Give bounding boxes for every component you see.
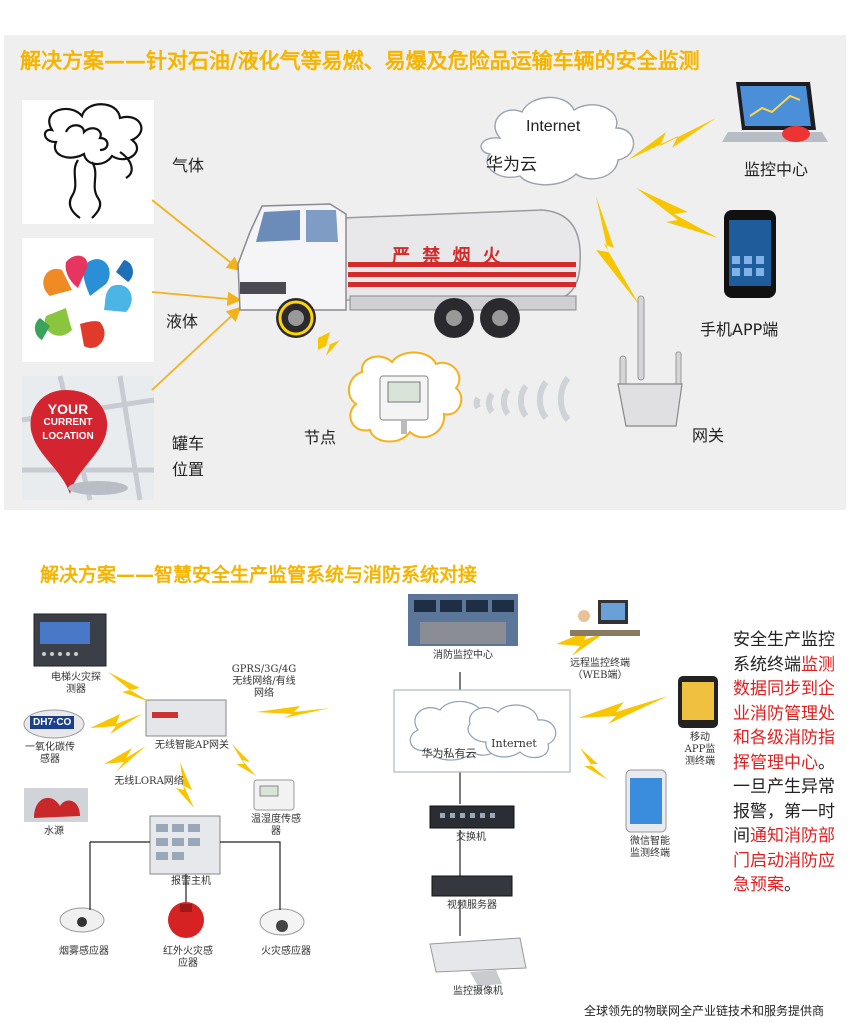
gateway-label: 网关 — [692, 426, 725, 445]
mobile-app-label: 手机APP端 — [700, 320, 779, 339]
mobile-terminal-image — [678, 676, 718, 728]
location-badge-line-2: CURRENT — [43, 417, 93, 428]
droplets-logo-icon — [34, 255, 133, 348]
smoke-icon — [43, 103, 143, 219]
wechat-terminal-label: 微信智能监测终端 — [630, 836, 670, 859]
footer-text: 全球领先的物联网全产业链技术和服务提供商 — [583, 1004, 824, 1018]
co-brand-badge: DH7·CO — [30, 716, 75, 729]
description-paragraph: 安全生产监控系统终端监测数据同步到企业消防管理处和各级消防指挥管理中心。一旦产生… — [733, 628, 841, 898]
lora-label: 无线LORA网络 — [114, 776, 184, 787]
location-label-2: 位置 — [172, 460, 205, 479]
co-sensor-label: 一氧化碳传感器 — [25, 742, 75, 765]
cloud-icon-2 — [409, 700, 557, 761]
laptop-icon — [722, 82, 828, 142]
network-label: GPRS/3G/4G 无线网络/有线网络 — [231, 664, 297, 699]
alarm-host-device — [149, 815, 221, 875]
gateway-router-icon — [617, 295, 683, 427]
video-server-device — [431, 875, 513, 897]
alarm-host-label: 报警主机 — [171, 876, 211, 887]
elevator-detector-device — [33, 613, 107, 667]
switch-label: 交换机 — [456, 832, 486, 843]
video-server-label: 视频服务器 — [447, 900, 497, 911]
fire-monitor-center-image — [408, 594, 518, 646]
liquid-label: 液体 — [166, 312, 199, 331]
infrared-fire-device — [168, 902, 204, 938]
location-badge-line-1: YOUR — [47, 401, 89, 417]
private-cloud-label: 华为私有云 — [421, 747, 477, 760]
location-label-1: 罐车 — [172, 434, 205, 453]
lightning-small-icon — [90, 630, 668, 808]
section1-title: 解决方案——针对石油/液化气等易燃、易爆及危险品运输车辆的安全监测 — [20, 49, 700, 73]
remote-terminal-image — [570, 600, 640, 636]
fire-sensor-label: 火灾感应器 — [261, 946, 311, 957]
water-source-device — [24, 788, 88, 822]
mobile-terminal-label: 移动APP监测终端 — [684, 732, 716, 767]
cloud-icon — [480, 96, 635, 186]
camera-label: 监控摄像机 — [453, 986, 503, 997]
temp-humidity-device — [253, 779, 295, 811]
para-part-4: 通知消防部门启动消防应急预案 — [733, 826, 835, 895]
monitor-center-label: 监控中心 — [744, 160, 809, 179]
para-part-5: 。 — [784, 875, 801, 895]
para-part-3: 。一旦产生异常报警，第一时间 — [733, 752, 835, 847]
camera-device — [429, 937, 527, 986]
lightning-icon — [318, 118, 718, 356]
wiring-lines — [89, 672, 461, 936]
gas-label: 气体 — [172, 156, 205, 175]
fire-sensor-device — [259, 908, 305, 936]
smartphone-icon — [724, 210, 776, 298]
input-arrows — [151, 199, 242, 391]
truck-warning-text: 严 禁 烟 火 — [392, 246, 504, 267]
cloud2-internet-label: Internet — [491, 737, 537, 750]
water-source-label: 水源 — [44, 826, 64, 837]
switch-ports — [440, 813, 495, 818]
fire-monitor-center-label: 消防监控中心 — [433, 650, 493, 661]
sensor-node-icon — [379, 375, 429, 434]
node-label: 节点 — [304, 428, 337, 447]
ap-gateway-device — [145, 699, 227, 737]
para-part-2: 监测数据同步到企业消防管理处和各级消防指挥管理中心 — [733, 654, 835, 773]
temp-humidity-label: 温湿度传感器 — [251, 814, 301, 837]
section2-title: 解决方案——智慧安全生产监管系统与消防系统对接 — [40, 564, 478, 586]
infrared-fire-label: 红外火灾感应器 — [163, 946, 213, 969]
tank-truck-icon — [237, 203, 581, 338]
location-badge-text: YOUR CURRENT LOCATION — [38, 402, 98, 444]
location-pin-icon — [30, 390, 128, 495]
remote-terminal-label: 远程监控终端（WEB端） — [570, 658, 630, 681]
elevator-detector-label: 电梯火灾探测器 — [51, 672, 101, 695]
location-badge-line-3: LOCATION — [42, 431, 94, 442]
signal-waves-icon — [473, 376, 571, 422]
smoke-sensor-device — [59, 907, 105, 933]
cloud-internet-label: Internet — [526, 118, 581, 135]
cloud-huawei-label: 华为云 — [486, 155, 537, 175]
para-part-1: 安全生产监控系统终端 — [733, 630, 835, 675]
smoke-sensor-label: 烟雾感应器 — [59, 946, 109, 957]
ap-gateway-label: 无线智能AP网关 — [155, 740, 229, 751]
wechat-terminal-image — [625, 769, 667, 833]
